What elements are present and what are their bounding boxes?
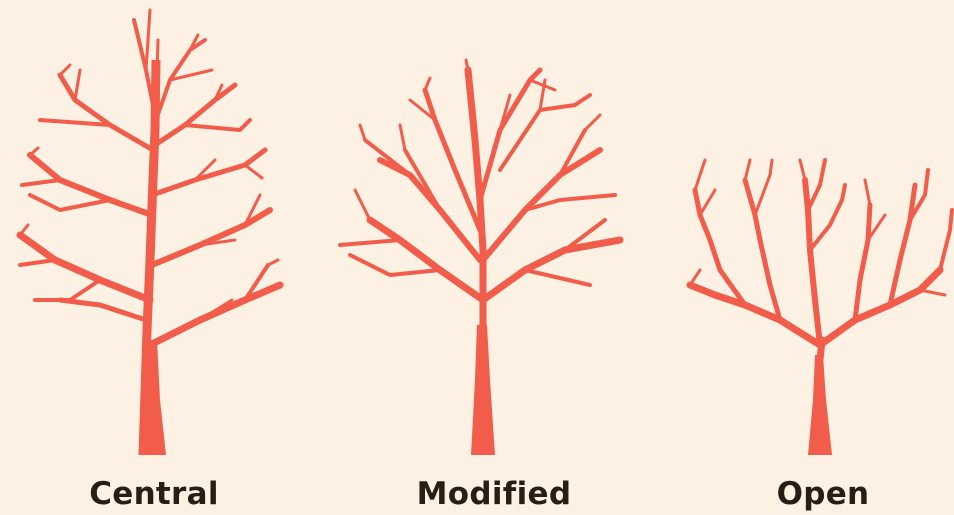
open-tree-drawing — [660, 0, 954, 470]
central-leader-tree — [0, 0, 320, 470]
modified-label: Modified — [344, 476, 644, 512]
open-center-tree — [660, 0, 954, 470]
modified-leader-tree — [330, 0, 650, 470]
modified-trunk — [471, 325, 495, 455]
central-tree-drawing — [0, 0, 320, 470]
modified-tree-drawing — [330, 0, 650, 470]
central-label: Central — [4, 476, 304, 512]
open-label: Open — [673, 476, 954, 512]
open-trunk — [808, 355, 832, 455]
